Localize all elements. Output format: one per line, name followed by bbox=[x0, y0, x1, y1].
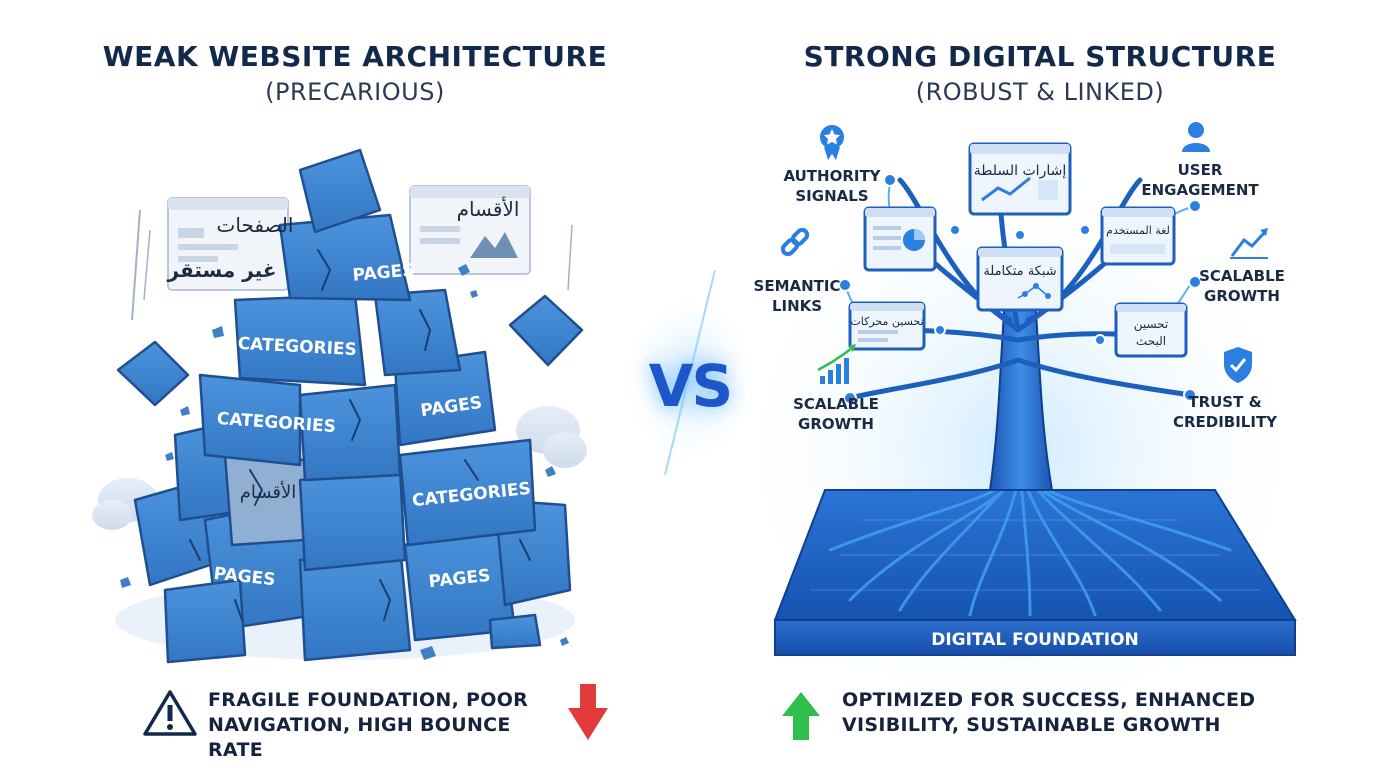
left-bottom-line-2: NAVIGATION, HIGH BOUNCE RATE bbox=[208, 714, 511, 761]
block bbox=[163, 578, 247, 664]
label-trust-line-1: TRUST & bbox=[1188, 393, 1262, 411]
right-bottom-caption: OPTIMIZED FOR SUCCESS, ENHANCED VISIBILI… bbox=[842, 688, 1262, 738]
block bbox=[488, 613, 542, 650]
strong-structure-illustration: إشارات السلطة لغة المستخدم شبكة متكاملة … bbox=[720, 120, 1320, 740]
weak-architecture-illustration: PAGES CATEGORIES CATEGORIES PAGES CATEGO… bbox=[92, 148, 608, 740]
paper-text-categories: الأقسام bbox=[240, 481, 297, 503]
block bbox=[373, 288, 462, 377]
label-semantic-line-2: LINKS bbox=[771, 297, 823, 315]
label-scalable-growth-right: SCALABLE GROWTH bbox=[1190, 266, 1294, 306]
screen-search bbox=[1114, 302, 1188, 358]
screen-text-seo: تحسين محركات bbox=[850, 315, 923, 328]
label-trust-line-2: CREDIBILITY bbox=[1172, 413, 1278, 431]
falling-block-right bbox=[508, 294, 584, 367]
warning-icon bbox=[143, 690, 197, 736]
label-scalable-right-line-1: SCALABLE bbox=[1199, 267, 1285, 285]
panel-text-unstable: غير مستقر bbox=[167, 258, 277, 282]
left-bottom-line-1: FRAGILE FOUNDATION, POOR bbox=[208, 689, 529, 711]
block bbox=[298, 383, 402, 482]
label-scalable-growth-left: SCALABLE GROWTH bbox=[784, 394, 888, 434]
right-title: STRONG DIGITAL STRUCTURE bbox=[803, 40, 1277, 73]
label-authority-line-2: SIGNALS bbox=[795, 187, 869, 205]
label-authority-line-1: AUTHORITY bbox=[783, 167, 881, 185]
label-user-line-2: ENGAGEMENT bbox=[1141, 181, 1259, 199]
screen-authority bbox=[968, 142, 1072, 216]
block bbox=[298, 468, 407, 572]
label-scalable-left-line-1: SCALABLE bbox=[793, 395, 879, 413]
label-scalable-right-line-2: GROWTH bbox=[1204, 287, 1280, 305]
block-top bbox=[298, 148, 382, 234]
falling-block-left bbox=[116, 340, 190, 407]
block bbox=[398, 438, 537, 547]
label-user-engagement: USER ENGAGEMENT bbox=[1140, 160, 1260, 200]
screen-text-search-1: تحسين bbox=[1134, 317, 1169, 332]
screen-text-center: شبكة متكاملة bbox=[983, 264, 1056, 279]
label-semantic-links: SEMANTIC LINKS bbox=[745, 276, 849, 316]
foundation-label: DIGITAL FOUNDATION bbox=[931, 630, 1139, 650]
panel-text-categories: الأقسام bbox=[457, 197, 520, 221]
right-subtitle: (ROBUST & LINKED) bbox=[915, 78, 1165, 106]
right-bottom-line-1: OPTIMIZED FOR SUCCESS, ENHANCED bbox=[842, 689, 1256, 711]
screen-analytics bbox=[863, 206, 937, 272]
link-chain-icon bbox=[780, 227, 810, 257]
label-semantic-line-1: SEMANTIC bbox=[753, 277, 841, 295]
screen-text-search-2: البحث bbox=[1136, 334, 1166, 348]
arabic-categories-panel bbox=[409, 185, 531, 275]
left-title: WEAK WEBSITE ARCHITECTURE bbox=[102, 40, 608, 73]
right-bottom-line-2: VISIBILITY, SUSTAINABLE GROWTH bbox=[842, 714, 1221, 736]
label-scalable-left-line-2: GROWTH bbox=[798, 415, 874, 433]
bar-growth-icon bbox=[817, 344, 856, 384]
screen-seo bbox=[848, 301, 926, 351]
user-icon bbox=[1182, 122, 1210, 152]
block bbox=[198, 373, 302, 467]
up-arrow-icon bbox=[782, 692, 820, 740]
down-arrow-icon bbox=[568, 684, 608, 740]
award-badge-icon bbox=[820, 125, 844, 160]
panel-text-pages: الصفحات bbox=[217, 213, 294, 237]
block bbox=[278, 213, 412, 302]
left-bottom-caption: FRAGILE FOUNDATION, POOR NAVIGATION, HIG… bbox=[208, 688, 568, 763]
screen-text-user: لغة المستخدم bbox=[1106, 224, 1170, 237]
left-subtitle: (PRECARIOUS) bbox=[265, 78, 445, 106]
growth-chart-icon bbox=[1230, 228, 1268, 259]
label-authority-signals: AUTHORITY SIGNALS bbox=[770, 166, 894, 206]
vs-label: VS bbox=[648, 352, 734, 420]
shield-check-icon bbox=[1224, 347, 1252, 383]
screen-user bbox=[1100, 206, 1176, 266]
label-trust-credibility: TRUST & CREDIBILITY bbox=[1168, 392, 1282, 432]
label-user-line-1: USER bbox=[1177, 161, 1223, 179]
arabic-pages-panel bbox=[167, 197, 289, 291]
screen-center bbox=[976, 246, 1064, 312]
screen-text-authority: إشارات السلطة bbox=[974, 163, 1067, 179]
